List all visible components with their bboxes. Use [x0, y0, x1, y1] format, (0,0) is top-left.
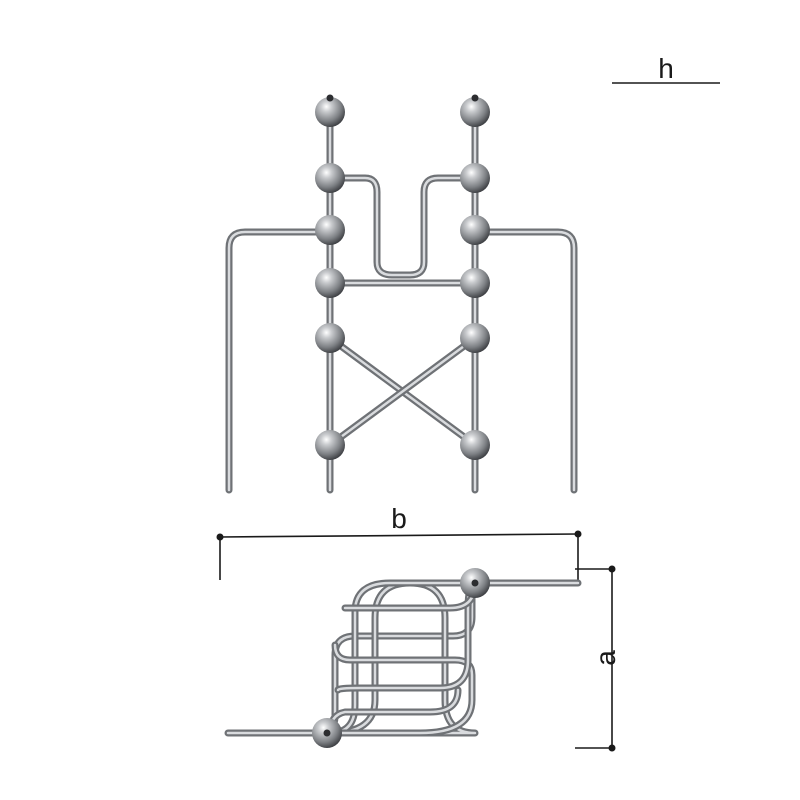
cross-tie-b	[326, 334, 479, 449]
ball	[315, 430, 345, 460]
dimension-a: a	[575, 565, 621, 752]
ball	[315, 97, 345, 127]
ball	[460, 268, 490, 298]
plan-rod-tip-top-right	[471, 579, 479, 587]
rod-tip-right	[471, 94, 479, 102]
ball	[315, 163, 345, 193]
ball	[460, 430, 490, 460]
dimension-b-label: b	[391, 503, 407, 534]
outer-stirrup-right	[471, 228, 578, 494]
ball-column-right	[460, 97, 490, 460]
rod-tip-left	[326, 94, 334, 102]
ball-column-left	[315, 97, 345, 460]
front-view	[225, 94, 578, 494]
woven-loops	[224, 579, 582, 737]
ball	[460, 163, 490, 193]
plan-view	[224, 568, 582, 748]
ball	[460, 215, 490, 245]
ball	[315, 215, 345, 245]
ball	[460, 97, 490, 127]
ball	[460, 323, 490, 353]
plan-rod-tip-bottom-left	[323, 729, 331, 737]
outer-stirrup-left	[225, 228, 334, 494]
dimension-h-label: h	[658, 53, 674, 84]
ball	[315, 268, 345, 298]
ball	[315, 323, 345, 353]
dimension-a-label: a	[590, 650, 621, 666]
dimension-b: b	[216, 503, 582, 580]
dimension-h: h	[612, 53, 720, 84]
u-bend-connector	[326, 174, 479, 279]
